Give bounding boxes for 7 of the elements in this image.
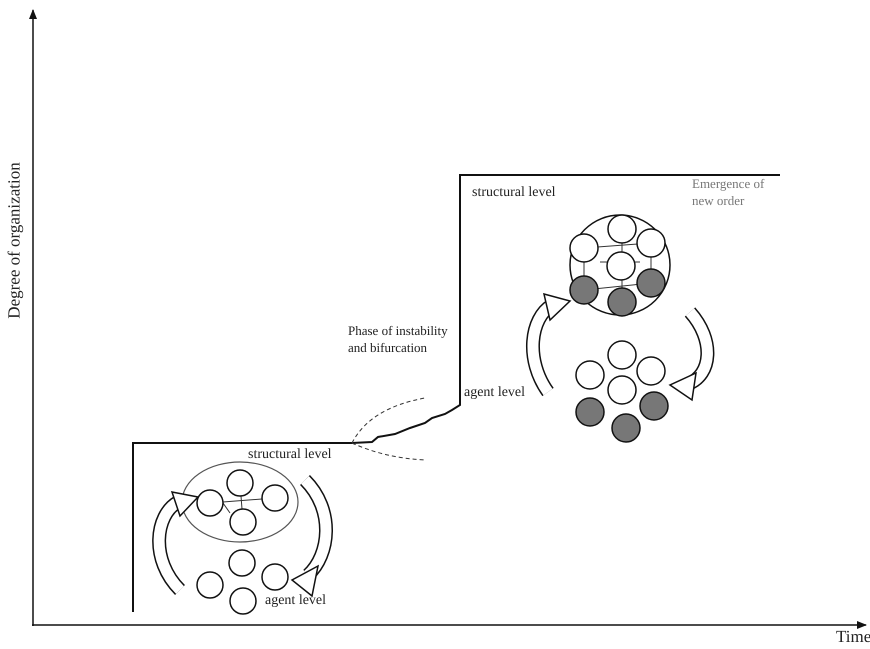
level-label: structural level bbox=[472, 184, 556, 201]
annotation: Emergence of new order bbox=[692, 175, 766, 209]
level-label: agent level bbox=[265, 592, 326, 609]
axis-title: Degree of organization bbox=[6, 162, 23, 318]
level-label: agent level bbox=[464, 384, 526, 401]
level-label: structural level bbox=[248, 446, 332, 463]
annotation: Phase of instability and bifurcation bbox=[348, 322, 448, 356]
